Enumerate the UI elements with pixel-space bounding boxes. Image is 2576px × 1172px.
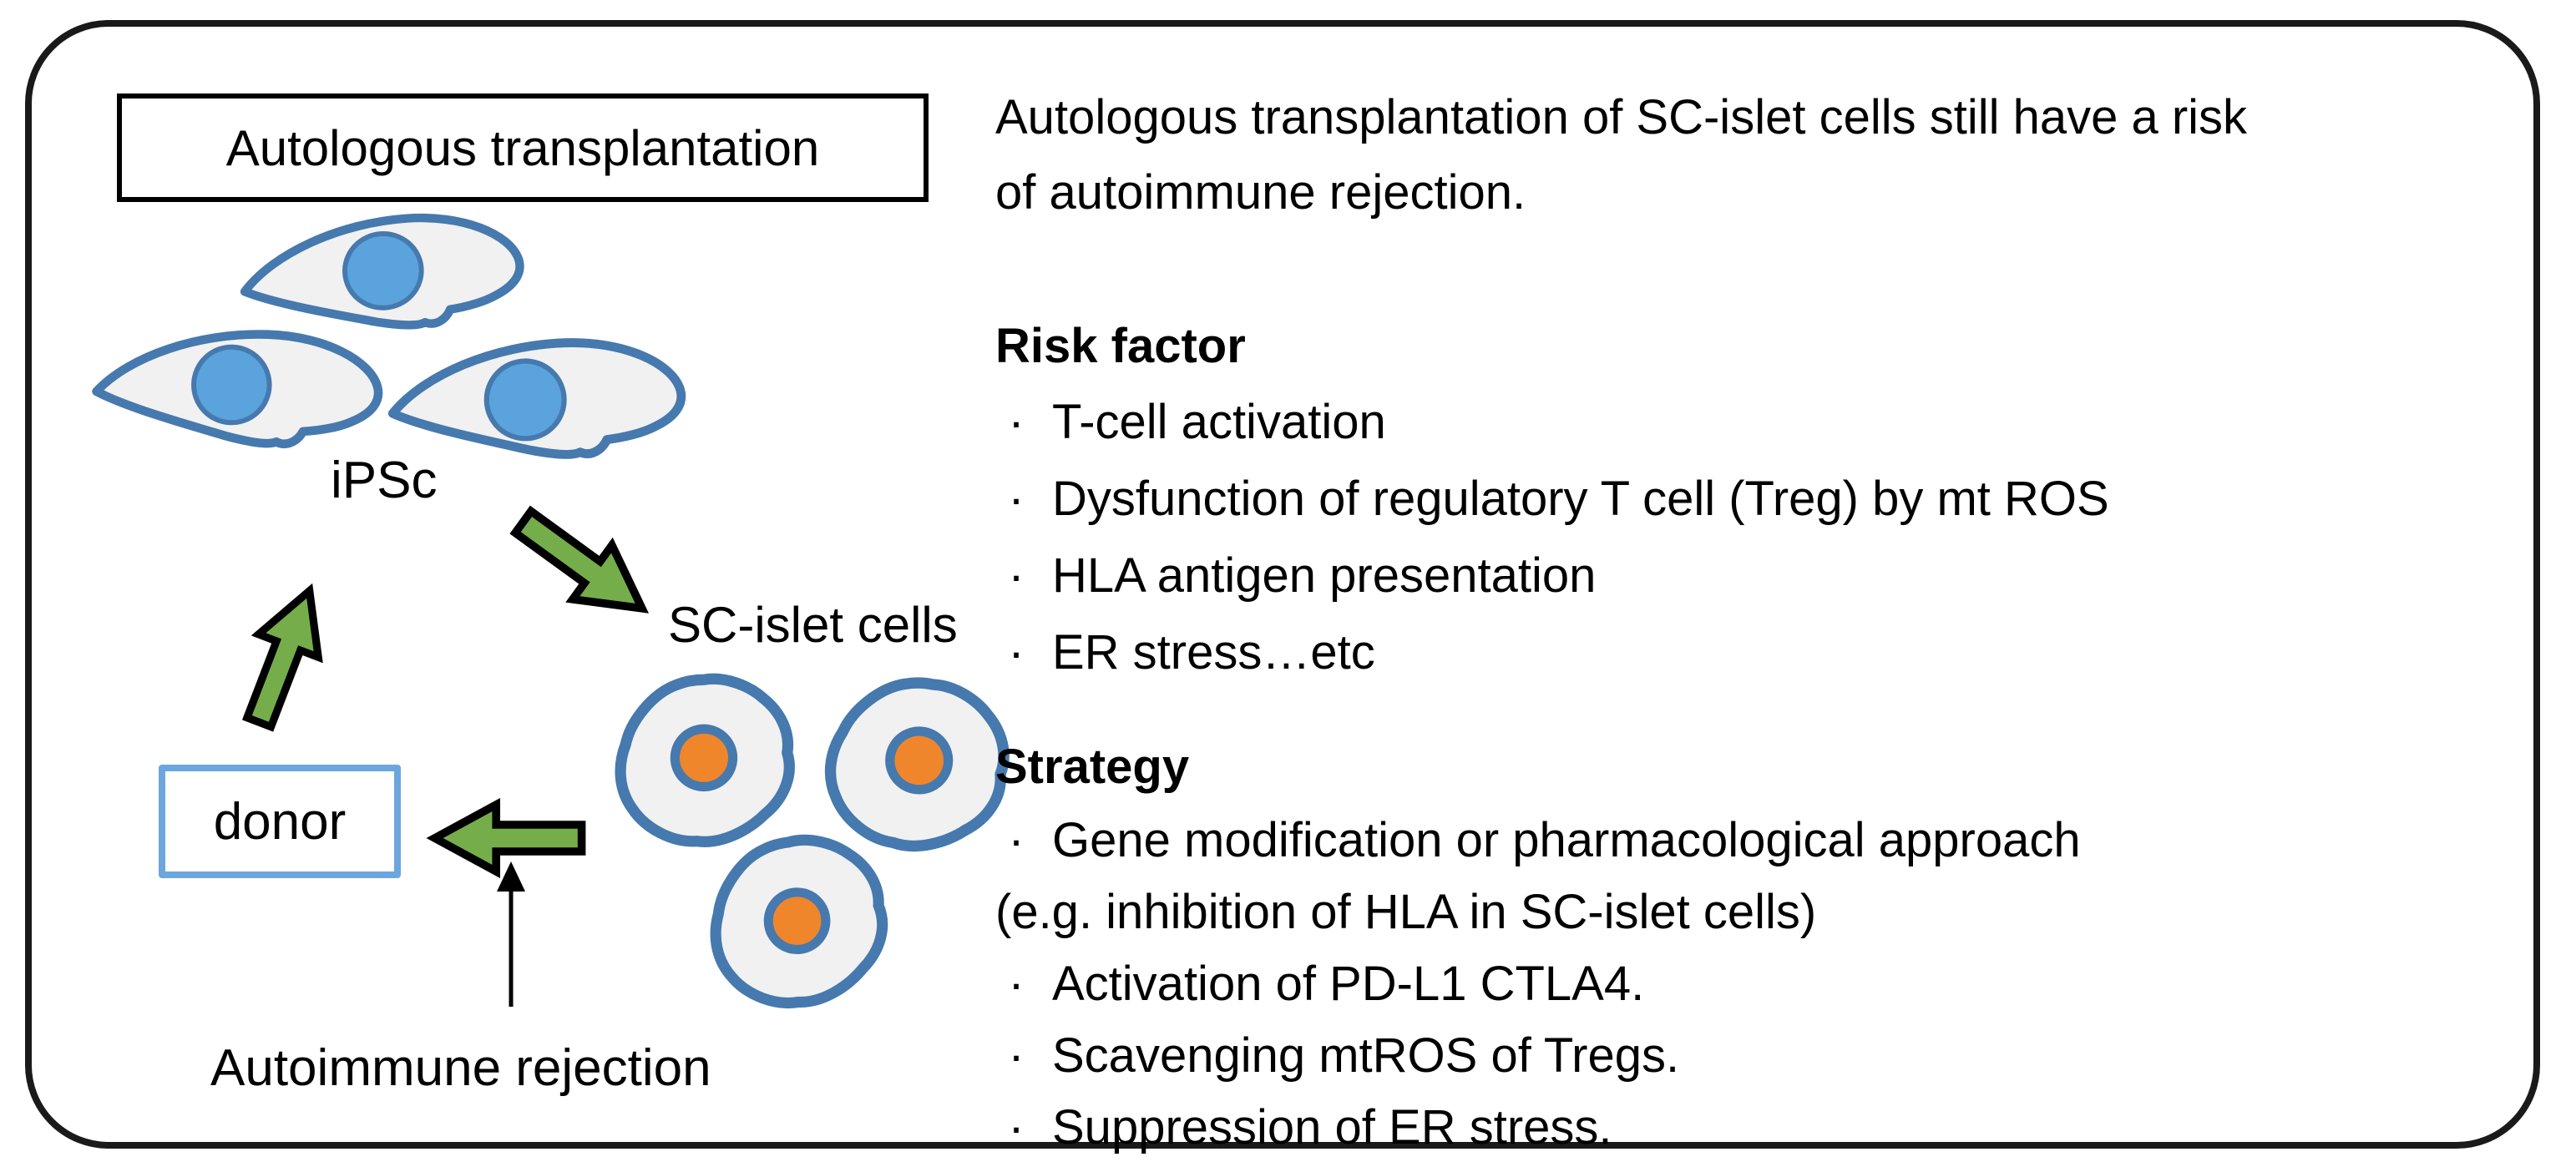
strategy-item-text: Activation of PD-L1 CTLA4. bbox=[1052, 957, 1645, 1011]
arrow-islet-to-donor bbox=[411, 797, 603, 879]
bullet-dot: · bbox=[1008, 1028, 1025, 1083]
bullet-dot: · bbox=[1008, 625, 1025, 679]
title-box-label: Autologous transplantation bbox=[225, 119, 820, 176]
strategy-item: · Activation of PD-L1 CTLA4. bbox=[995, 948, 2550, 1020]
risk-item: · Dysfunction of regulatory T cell (Treg)… bbox=[995, 461, 2550, 538]
ipsc-cell-icon bbox=[387, 338, 686, 459]
sc-islet-label: SC-islet cells bbox=[668, 597, 958, 653]
risk-item-text: Dysfunction of regulatory T cell (Treg) … bbox=[1052, 472, 2109, 526]
green-arrow-icon bbox=[241, 583, 323, 732]
strategy-item: · Gene modification or pharmacological ap… bbox=[995, 805, 2550, 876]
ipsc-nucleus bbox=[191, 344, 272, 426]
strategy-item: · Suppression of ER stress. bbox=[995, 1092, 2550, 1164]
notes-column: Autologous transplantation of SC-islet c… bbox=[995, 80, 2550, 1164]
autoimmune-rejection-label: Autoimmune rejection bbox=[210, 1039, 711, 1097]
risk-item-text: HLA antigen presentation bbox=[1052, 548, 1597, 603]
strategy-item-text: Suppression of ER stress. bbox=[1052, 1100, 1612, 1154]
islet-cell-icon bbox=[710, 834, 888, 1008]
donor-box-label: donor bbox=[213, 792, 347, 851]
bullet-dot: · bbox=[1008, 548, 1025, 603]
bullet-dot: · bbox=[1008, 395, 1025, 449]
title-box: Autologous transplantation bbox=[117, 93, 929, 202]
islet-cell-icon bbox=[824, 677, 1010, 852]
autoimmune-arrow-icon bbox=[497, 861, 525, 1007]
arrow-donor-to-ipsc bbox=[217, 559, 352, 750]
islet-cell-icon bbox=[615, 673, 795, 847]
ipsc-label: iPSc bbox=[331, 452, 438, 509]
bullet-dot: · bbox=[1008, 472, 1025, 526]
risk-factor-list: · T-cell activation · Dysfunction of regul… bbox=[995, 384, 2550, 691]
risk-factor-heading: Risk factor bbox=[995, 319, 1246, 373]
risk-item: · HLA antigen presentation bbox=[995, 538, 2550, 614]
green-arrow-icon bbox=[426, 797, 586, 879]
ipsc-nucleus bbox=[342, 231, 424, 311]
ipsc-nucleus bbox=[483, 358, 567, 442]
risk-item: · ER stress…etc bbox=[995, 614, 2550, 691]
bullet-dot: · bbox=[1008, 1100, 1025, 1154]
strategy-heading: Strategy bbox=[995, 740, 1190, 794]
bullet-dot: · bbox=[1008, 957, 1025, 1011]
strategy-item: · Scavenging mtROS of Tregs. bbox=[995, 1020, 2550, 1092]
bullet-dot: · bbox=[1008, 813, 1025, 867]
ipsc-cell-icon bbox=[240, 213, 524, 330]
risk-item-text: T-cell activation bbox=[1052, 395, 1386, 449]
green-arrow-icon bbox=[509, 505, 650, 614]
intro-line: Autologous transplantation of SC-islet c… bbox=[995, 90, 2248, 144]
risk-item-text: ER stress…etc bbox=[1052, 625, 1375, 679]
arrow-ipsc-to-islet bbox=[483, 477, 686, 655]
islet-nucleus bbox=[763, 887, 831, 955]
islet-nucleus bbox=[885, 726, 954, 795]
figure-frame bbox=[25, 20, 2540, 1149]
strategy-item-text: (e.g. inhibition of HLA in SC-islet cell… bbox=[995, 885, 1817, 939]
strategy-item-text: Scavenging mtROS of Tregs. bbox=[1052, 1028, 1680, 1083]
intro-line: of autoimmune rejection. bbox=[995, 165, 1526, 220]
ipsc-cell-icon bbox=[92, 330, 383, 448]
strategy-item-continuation: (e.g. inhibition of HLA in SC-islet cell… bbox=[995, 876, 2550, 948]
islet-nucleus bbox=[670, 724, 738, 792]
donor-box: donor bbox=[159, 765, 401, 878]
risk-item: · T-cell activation bbox=[995, 384, 2550, 461]
strategy-list: · Gene modification or pharmacological ap… bbox=[995, 805, 2550, 1164]
strategy-item-text: Gene modification or pharmacological app… bbox=[1052, 813, 2081, 867]
